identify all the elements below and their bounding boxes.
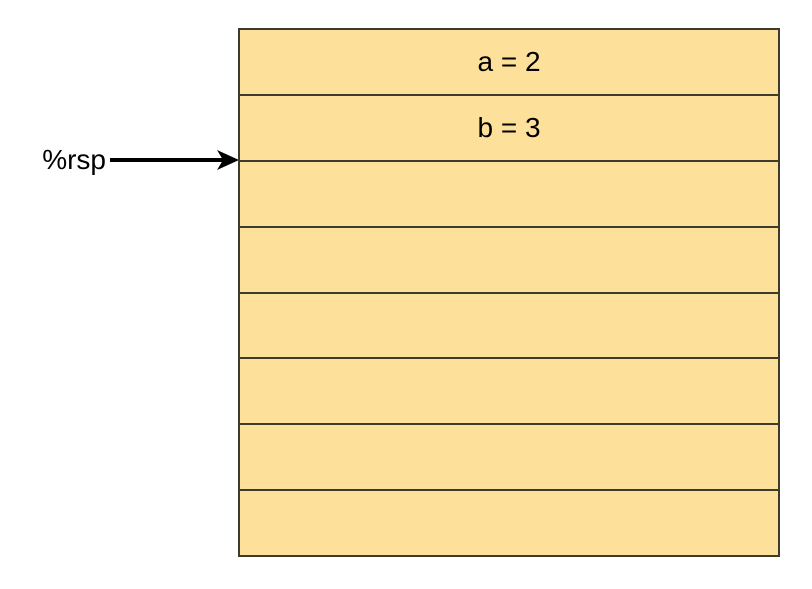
stack-cell — [240, 489, 778, 555]
stack-cell — [240, 225, 778, 292]
stack-frame-box: a = 2 b = 3 — [238, 28, 780, 557]
stack-cell — [240, 423, 778, 489]
rsp-pointer-label: %rsp — [42, 144, 106, 175]
stack-cell: b = 3 — [240, 93, 778, 160]
stack-cell — [240, 159, 778, 226]
stack-cell — [240, 357, 778, 423]
stack-cell: a = 2 — [477, 45, 541, 77]
rsp-arrow-icon — [110, 150, 239, 170]
stack-cell — [240, 291, 778, 358]
